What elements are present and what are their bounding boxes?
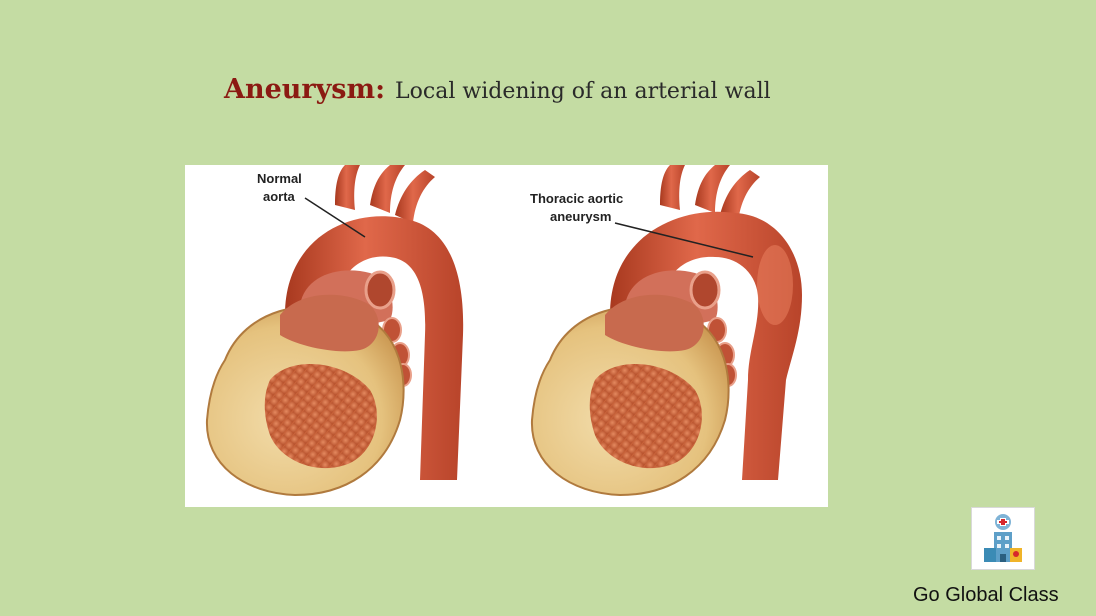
aneurysm-label-line1: Thoracic aortic (530, 191, 623, 206)
hospital-building-icon (971, 507, 1035, 570)
normal-heart-drawing: Normal aorta (205, 165, 464, 497)
heart-illustration: Normal aorta (185, 165, 828, 507)
aneurysm-pointer (614, 222, 754, 258)
aneurysm-heart-drawing: Thoracic aortic aneurysm (530, 165, 802, 497)
title-definition: Local widening of an arterial wall (395, 79, 771, 104)
normal-aorta-label-line1: Normal (257, 171, 302, 186)
aneurysm-label-line2: aneurysm (550, 209, 611, 224)
brand-name: Go Global Class (913, 584, 1059, 606)
normal-aorta-pointer (304, 197, 366, 238)
normal-aorta-label-line2: aorta (263, 189, 296, 204)
slide-title: Aneurysm: Local widening of an arterial w… (224, 74, 771, 105)
title-term: Aneurysm: (224, 74, 386, 105)
